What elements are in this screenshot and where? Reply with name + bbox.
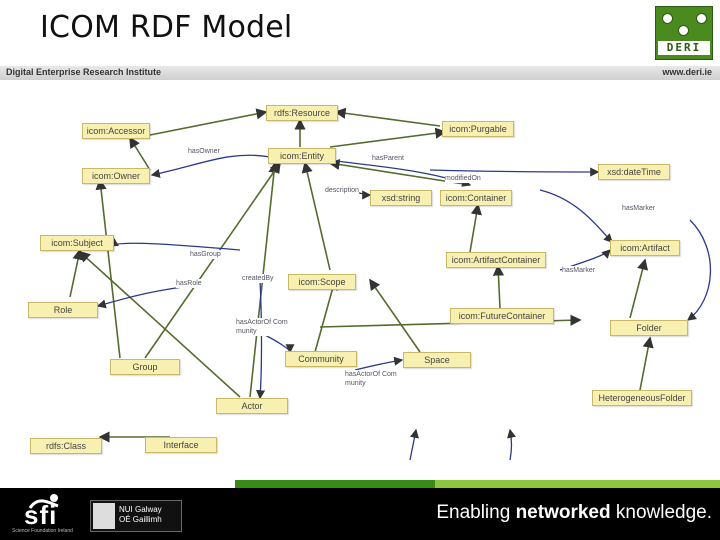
logo-text: DERI bbox=[658, 41, 710, 55]
edge-label-hasparent: hasParent bbox=[372, 154, 404, 163]
edge-space-scope bbox=[369, 278, 421, 353]
edge-folder-loop bbox=[686, 219, 712, 321]
node-space: Space bbox=[403, 352, 471, 368]
crest-icon bbox=[93, 503, 115, 529]
node-scope: icom:Scope bbox=[288, 274, 356, 290]
node-owner: icom:Owner bbox=[82, 168, 150, 184]
edge-artcont-container bbox=[469, 203, 482, 253]
logo-dot-icon bbox=[696, 13, 707, 24]
edge-entity-purgable bbox=[329, 127, 447, 148]
nui-line2: OÉ Gaillimh bbox=[119, 515, 162, 524]
edge-label-hasmarker: hasMarker bbox=[622, 204, 656, 213]
node-subject: icom:Subject bbox=[40, 235, 114, 251]
edge-label-hasactor: hasActorOf Com munity bbox=[236, 318, 298, 336]
slide-header: ICOM RDF Model DERI bbox=[0, 0, 720, 66]
edge-group-owner bbox=[95, 178, 121, 359]
node-purgable: icom:Purgable bbox=[442, 121, 514, 137]
edge-label-hasrole: hasRole bbox=[176, 279, 202, 288]
edge-label-hasactor-2: hasActorOf Com munity bbox=[345, 370, 407, 388]
edge-folder-artifact bbox=[629, 258, 649, 319]
node-rdfsclass: rdfs:Class bbox=[30, 438, 102, 454]
node-futurecontainer: icom:FutureContainer bbox=[450, 308, 554, 324]
edge-createdBy bbox=[256, 279, 266, 400]
edge-label-hasgroup: hasGroup bbox=[190, 250, 221, 259]
node-string: xsd:string bbox=[370, 190, 432, 206]
node-datetime: xsd:dateTime bbox=[598, 164, 670, 180]
sfi-logo: sfi Science Foundation Ireland bbox=[10, 492, 78, 538]
green-bar bbox=[235, 480, 435, 488]
nui-line1: NUI Galway bbox=[119, 505, 162, 514]
node-entity: icom:Entity bbox=[268, 148, 336, 164]
footer: sfi Science Foundation Ireland NUI Galwa… bbox=[0, 488, 720, 540]
edge-modifiedOn bbox=[429, 167, 600, 177]
node-group: Group bbox=[110, 359, 180, 375]
node-folder: Folder bbox=[610, 320, 688, 336]
edge-accessor-resource bbox=[149, 108, 268, 136]
institute-name: Digital Enterprise Research Institute bbox=[6, 67, 162, 77]
edge-label-hasmarker-2: hasMarker bbox=[562, 266, 596, 275]
logo-dot-icon bbox=[678, 25, 689, 36]
institute-bar: Digital Enterprise Research Institute ww… bbox=[0, 66, 720, 80]
node-artifactcontainer: icom:ArtifactContainer bbox=[446, 252, 546, 268]
edge-group-entity bbox=[144, 161, 281, 359]
edge-bottom-right bbox=[507, 428, 516, 461]
edge-future-artcont bbox=[492, 264, 505, 309]
node-artifact: icom:Artifact bbox=[610, 240, 680, 256]
node-accessor: icom:Accessor bbox=[82, 123, 150, 139]
tagline-pre: Enabling bbox=[436, 502, 516, 523]
node-actor: Actor bbox=[216, 398, 288, 414]
edge-hetero-folder bbox=[639, 336, 654, 391]
tagline-post: knowledge. bbox=[610, 502, 712, 523]
edge-hasMarker1 bbox=[539, 189, 613, 243]
edge-hasOwner bbox=[150, 154, 271, 178]
diagram-edges bbox=[69, 107, 712, 461]
edge-label-createdby: createdBy bbox=[242, 274, 274, 283]
node-container: icom:Container bbox=[440, 190, 512, 206]
sfi-figure-icon bbox=[28, 494, 59, 509]
sfi-text: sfi bbox=[24, 500, 58, 530]
edge-hasActor2 bbox=[354, 356, 404, 371]
node-resource: rdfs:Resource bbox=[266, 105, 338, 121]
slide-title: ICOM RDF Model bbox=[40, 10, 293, 45]
node-heterogeneousfolder: HeterogeneousFolder bbox=[592, 390, 692, 406]
tagline-bold: networked bbox=[515, 502, 611, 523]
edge-bottom-left bbox=[409, 428, 419, 461]
footer-color-bars bbox=[0, 480, 720, 488]
edge-scope-entity bbox=[301, 161, 331, 271]
edge-actor-subject bbox=[78, 250, 241, 398]
edge-role-subject bbox=[69, 248, 84, 298]
edge-label-hasowner: hasOwner bbox=[188, 147, 220, 156]
edge-label-modifiedon: modifiedOn bbox=[445, 174, 481, 183]
tagline: Enabling networked knowledge. bbox=[436, 502, 712, 524]
node-role: Role bbox=[28, 302, 98, 318]
lightgreen-bar bbox=[435, 480, 720, 488]
node-interface: Interface bbox=[145, 437, 217, 453]
edge-label-description: description bbox=[325, 186, 359, 195]
logo-dot-icon bbox=[662, 13, 673, 24]
edge-owner-accessor bbox=[129, 136, 151, 171]
rdf-diagram: rdfs:Resource icom:Accessor icom:Purgabl… bbox=[0, 80, 720, 480]
website-url: www.deri.ie bbox=[662, 67, 712, 77]
edge-community-scope bbox=[314, 278, 338, 353]
nui-galway-logo: NUI Galway OÉ Gaillimh bbox=[90, 500, 182, 532]
deri-logo: DERI bbox=[655, 6, 713, 60]
edge-hasGroup bbox=[108, 238, 241, 251]
node-community: Community bbox=[285, 351, 357, 367]
sfi-caption: Science Foundation Ireland bbox=[12, 528, 73, 534]
edge-purgable-resource bbox=[334, 107, 441, 127]
